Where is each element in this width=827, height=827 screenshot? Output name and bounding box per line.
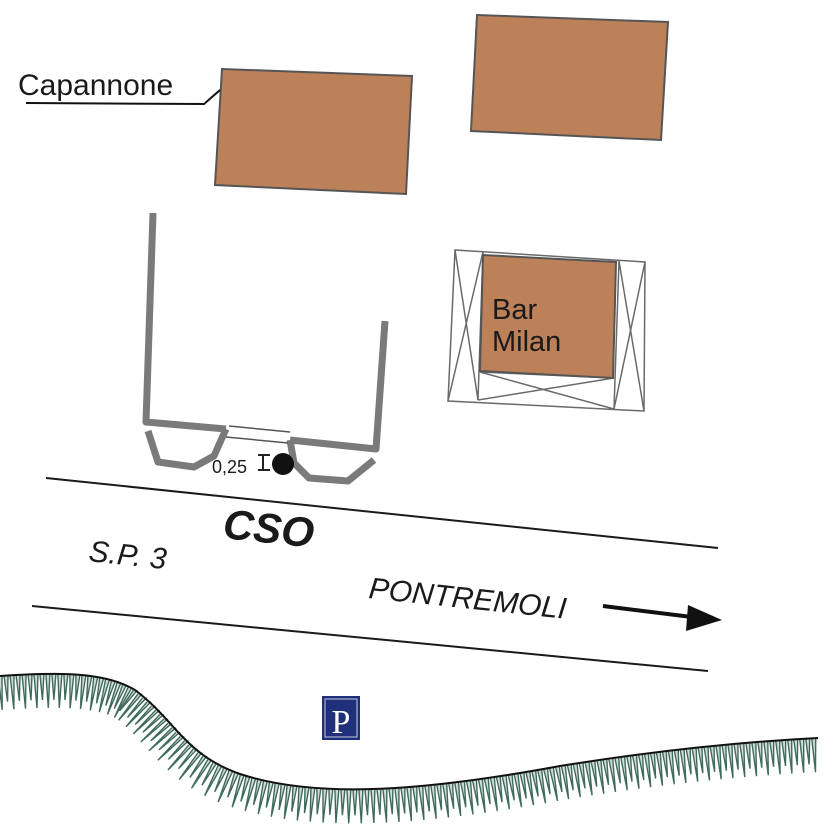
- gate-opening: [225, 425, 291, 444]
- cso-label: CSO: [221, 500, 316, 556]
- gray-wall: [142, 212, 389, 485]
- road-code-label: S.P. 3: [87, 535, 168, 576]
- arrow-right-icon: [602, 604, 722, 631]
- embankment-hachures: [0, 673, 817, 824]
- bar-milan-label-line2: Milan: [492, 326, 561, 358]
- building-bar-milan: [478, 253, 618, 380]
- bar-milan-label-line1: Bar: [492, 294, 537, 326]
- measure-bracket: [258, 454, 270, 471]
- capannone-label: Capannone: [18, 69, 173, 102]
- capannone-leader-line: [25, 89, 221, 106]
- gap-measure-label: 0,25: [212, 457, 247, 477]
- building-north-east: [469, 13, 670, 142]
- embankment-crest: [0, 672, 819, 791]
- road-edge-south: [31, 605, 709, 672]
- survey-point-icon: [272, 453, 294, 475]
- road-edge-north: [45, 477, 719, 549]
- parking-letter: P: [332, 704, 351, 741]
- parking-sign-icon: P: [322, 696, 360, 741]
- building-capannone: [213, 67, 414, 196]
- direction-label: PONTREMOLI: [367, 572, 568, 626]
